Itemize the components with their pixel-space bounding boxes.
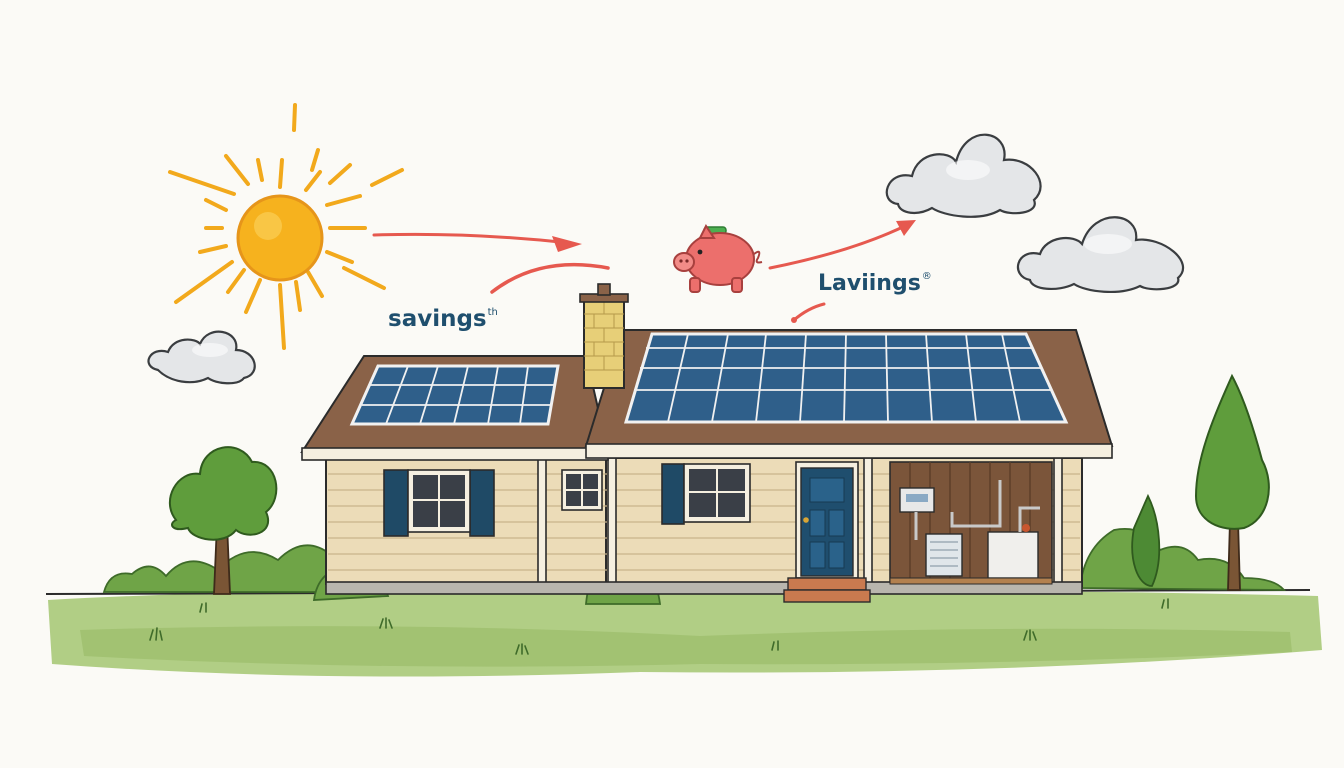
lawn xyxy=(45,589,1322,677)
piggy-bank-icon xyxy=(673,224,763,293)
chimney xyxy=(579,283,629,389)
cloud-highlights xyxy=(192,160,1132,357)
laviings-label-text: Laviings xyxy=(818,271,921,296)
house-icon xyxy=(300,283,1114,603)
window xyxy=(661,463,751,525)
tree-icon xyxy=(1131,373,1270,591)
laviings-label: Laviings® xyxy=(818,272,932,295)
laviings-label-superscript: ® xyxy=(921,271,932,282)
savings-label: savingsth xyxy=(388,308,498,331)
cloud-icon xyxy=(147,133,1185,385)
arrow-icon xyxy=(372,220,916,323)
tree-icon xyxy=(168,446,278,595)
window xyxy=(383,469,495,537)
solar-panel-icon xyxy=(623,332,1069,424)
window xyxy=(561,469,603,511)
front-door xyxy=(783,461,871,603)
savings-label-superscript: th xyxy=(487,307,498,318)
sun-icon xyxy=(168,103,404,350)
utility-porch xyxy=(889,461,1053,585)
sun-rays xyxy=(168,103,404,350)
savings-label-text: savings xyxy=(388,306,487,332)
solar-panel-icon xyxy=(349,364,560,426)
